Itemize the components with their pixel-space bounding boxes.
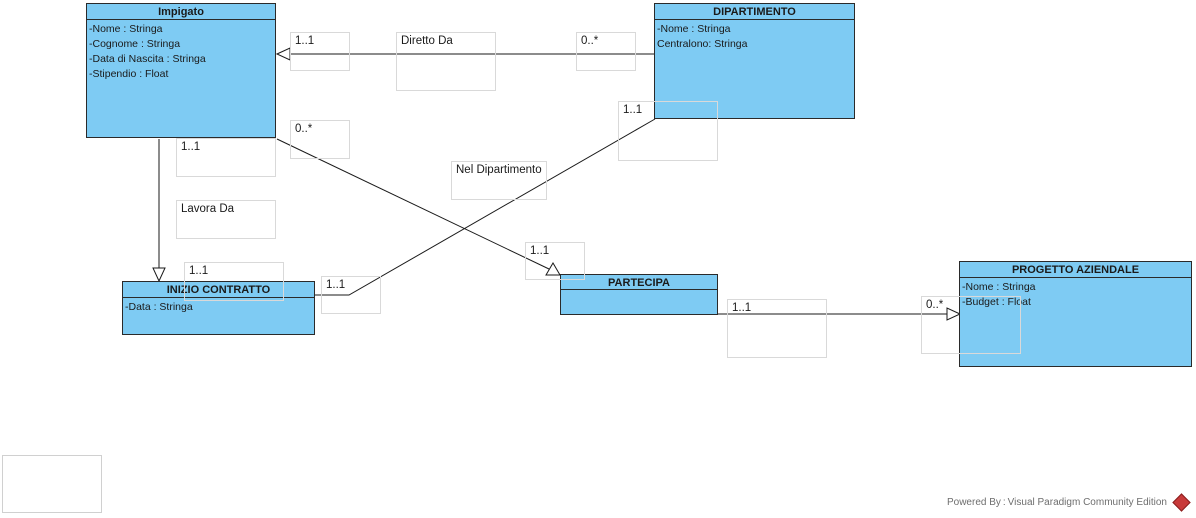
partecipa-progetto-target-multiplicity[interactable]: 0..* — [921, 296, 1021, 354]
class-partecipa[interactable]: PARTECIPA — [560, 274, 718, 315]
nel-dipartimento-name-label[interactable]: Nel Dipartimento — [451, 161, 547, 200]
class-inizio-contratto-name: INIZIO CONTRATTO — [123, 282, 314, 298]
lavora-da-name-label[interactable]: Lavora Da — [176, 200, 276, 239]
lavora-da-source-multiplicity[interactable]: 1..1 — [176, 138, 276, 177]
nel-dipartimento-target-multiplicity[interactable]: 1..1 — [321, 276, 381, 314]
impiegato-partecipa-arrowhead — [545, 262, 561, 276]
nel-dipartimento-line[interactable] — [315, 118, 656, 296]
impiegato-partecipa-source-multiplicity[interactable]: 0..* — [290, 120, 350, 159]
attribute-nome: -Nome : Stringa — [657, 23, 731, 35]
attribute-centralono: Centralono: Stringa — [657, 38, 748, 50]
partecipa-progetto-source-multiplicity[interactable]: 1..1 — [727, 299, 827, 358]
impiegato-partecipa-line[interactable] — [276, 138, 550, 270]
attribute-data-di-nascita: -Data di Nascita : Stringa — [89, 53, 206, 65]
nel-dipartimento-source-multiplicity[interactable]: 1..1 — [618, 101, 718, 161]
powered-by-footer: Powered By : Visual Paradigm Community E… — [946, 493, 1191, 512]
class-inizio-contratto[interactable]: INIZIO CONTRATTO -Data : Stringa — [122, 281, 315, 335]
diretto-da-target-multiplicity[interactable]: 1..1 — [290, 32, 350, 71]
class-impiegato-name: Impigato — [87, 4, 275, 20]
diretto-da-arrowhead — [275, 47, 291, 61]
class-progetto-aziendale[interactable]: PROGETTO AZIENDALE -Nome : Stringa -Budg… — [959, 261, 1192, 367]
attribute-budget: -Budget : Float — [962, 296, 1031, 308]
attribute-data: -Data : Stringa — [125, 301, 193, 313]
empty-frame — [2, 455, 102, 513]
attribute-stipendio: -Stipendio : Float — [89, 68, 169, 80]
attribute-nome: -Nome : Stringa — [89, 23, 163, 35]
class-progetto-aziendale-name: PROGETTO AZIENDALE — [960, 262, 1191, 278]
class-dipartimento-name: DIPARTIMENTO — [655, 4, 854, 20]
diretto-da-name-label[interactable]: Diretto Da — [396, 32, 496, 91]
lavora-da-target-multiplicity[interactable]: 1..1 — [184, 262, 284, 301]
class-impiegato[interactable]: Impigato -Nome : Stringa -Cognome : Stri… — [86, 3, 276, 138]
attribute-cognome: -Cognome : Stringa — [89, 38, 181, 50]
lavora-da-arrowhead — [152, 267, 166, 283]
class-partecipa-name: PARTECIPA — [561, 275, 717, 290]
visual-paradigm-logo-icon — [1172, 493, 1191, 512]
class-dipartimento[interactable]: DIPARTIMENTO -Nome : Stringa Centralono:… — [654, 3, 855, 119]
impiegato-partecipa-target-multiplicity[interactable]: 1..1 — [525, 242, 585, 280]
powered-by-text: Powered By : Visual Paradigm Community E… — [946, 497, 1167, 508]
diretto-da-source-multiplicity[interactable]: 0..* — [576, 32, 636, 71]
partecipa-progetto-arrowhead — [946, 307, 962, 321]
attribute-nome: -Nome : Stringa — [962, 281, 1036, 293]
